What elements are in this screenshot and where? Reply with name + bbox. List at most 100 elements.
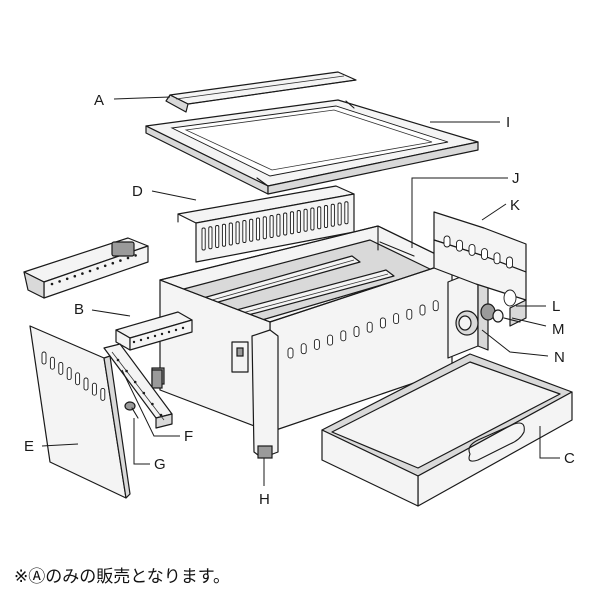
- callout-f: F: [184, 428, 193, 445]
- part-i-top-frame: [145, 99, 479, 195]
- side-panel-slots: [41, 351, 106, 401]
- callout-l: L: [552, 298, 560, 315]
- grill-slot: [208, 226, 213, 250]
- grill-slot: [276, 213, 281, 237]
- part-l-m-valve-fitting: [480, 303, 521, 323]
- grill-slot: [296, 210, 301, 233]
- guide-rail-holes: [116, 358, 163, 417]
- burner-rail-loose: [23, 237, 149, 299]
- grill-slot: [215, 225, 220, 248]
- bracket-hole: [146, 336, 150, 340]
- vent-slot: [379, 317, 386, 329]
- burner-hole-row: [50, 254, 137, 286]
- bracket-slot-row: [443, 235, 513, 269]
- rail-hole: [116, 358, 120, 362]
- burner-hole: [96, 267, 99, 270]
- panel-slot: [83, 377, 89, 391]
- panel-slot: [41, 351, 47, 365]
- callout-a: A: [94, 92, 104, 109]
- callout-b: B: [74, 301, 84, 318]
- callout-c: C: [564, 450, 575, 467]
- grill-slot-row: [201, 201, 349, 251]
- callout-leaders: [41, 96, 560, 486]
- burner-hole: [126, 256, 130, 260]
- callout-h: H: [259, 491, 270, 508]
- rail-hole: [159, 413, 163, 417]
- rail-hole: [151, 402, 154, 406]
- bracket-hole: [132, 340, 136, 344]
- panel-slot: [49, 356, 55, 370]
- bracket-slot: [443, 235, 451, 248]
- grill-slot: [289, 211, 295, 235]
- grill-slot: [283, 212, 288, 236]
- front-vent-slots: [287, 300, 439, 359]
- callout-j: J: [512, 170, 520, 187]
- part-e-side-panel: [29, 325, 131, 499]
- part-a-angle-rail: [165, 71, 357, 113]
- vent-slot: [300, 343, 307, 355]
- callout-m: M: [552, 321, 565, 338]
- panel-slot: [100, 387, 106, 401]
- vent-slot: [393, 313, 400, 325]
- vent-slot: [353, 326, 360, 337]
- vent-slot: [419, 304, 426, 316]
- grill-slot: [242, 220, 247, 243]
- panel-slot: [91, 382, 97, 396]
- grill-slot: [269, 215, 274, 238]
- part-f-guide-rail: [103, 343, 173, 429]
- vent-slot: [287, 347, 294, 359]
- vent-slot: [313, 338, 320, 350]
- burner-hole: [65, 277, 69, 281]
- grill-slot: [317, 206, 322, 230]
- grill-slot: [330, 203, 335, 227]
- bracket-slot: [456, 239, 463, 252]
- vent-slot: [366, 321, 373, 333]
- bracket-hole: [139, 338, 143, 342]
- panel-slot: [66, 367, 72, 381]
- bracket-slot: [468, 243, 476, 256]
- part-b-burner-bracket: [115, 311, 193, 389]
- bracket-slot: [493, 252, 501, 265]
- bracket-slot: [506, 256, 513, 269]
- bracket-hole: [174, 328, 178, 332]
- grill-slot: [344, 201, 349, 225]
- vent-slot: [432, 300, 439, 312]
- rail-hole: [133, 380, 137, 384]
- callout-g: G: [154, 456, 166, 473]
- bracket-hole: [160, 332, 164, 336]
- vent-slot: [340, 330, 347, 342]
- grill-slot: [201, 227, 206, 251]
- callout-labels: A I D J K L M N B F G E H C: [24, 92, 575, 508]
- part-d-grill-panel: [177, 185, 355, 263]
- callout-n: N: [554, 349, 565, 366]
- bracket-hole: [181, 326, 185, 330]
- grill-slot: [337, 202, 342, 226]
- part-k-side-bracket: [433, 211, 527, 327]
- rail-hole: [142, 391, 146, 395]
- part-g-screw: [124, 401, 139, 419]
- burner-hole: [88, 269, 92, 273]
- panel-slot: [75, 372, 81, 386]
- bracket-slot: [481, 248, 488, 261]
- burner-hole: [134, 254, 137, 257]
- bracket-hole: [153, 334, 157, 338]
- burner-hole: [119, 259, 122, 262]
- part-c-drawer-tray: [321, 353, 573, 507]
- vent-slot: [327, 334, 334, 346]
- part-n-control-knob: [455, 310, 479, 336]
- callout-i: I: [506, 114, 510, 131]
- grill-slot: [235, 221, 240, 245]
- vent-slot: [406, 308, 413, 320]
- burner-hole: [73, 274, 77, 278]
- grill-slot: [249, 218, 254, 242]
- rail-hole: [125, 369, 128, 373]
- footnote: ※Ⓐのみの販売となります。: [14, 567, 231, 587]
- burner-hole: [50, 282, 54, 286]
- panel-slot: [58, 361, 64, 375]
- grill-slot: [310, 207, 315, 231]
- burner-hole: [103, 264, 107, 268]
- grill-slot: [221, 223, 227, 247]
- bracket-hole: [167, 330, 171, 334]
